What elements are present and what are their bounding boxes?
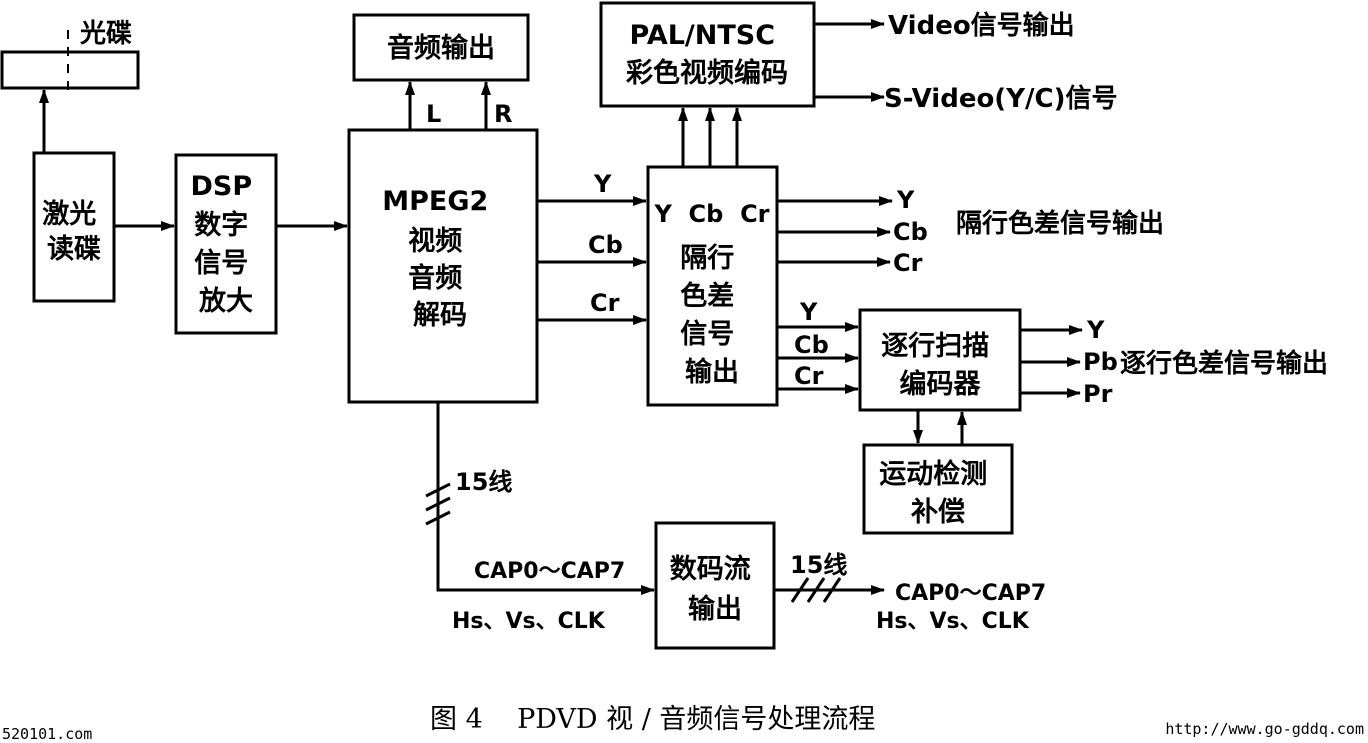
interlaced-label-4: 输出 bbox=[685, 356, 739, 388]
label-15-lines-horizontal: 15线 bbox=[790, 551, 847, 579]
encoder-label-1: PAL/NTSC bbox=[630, 20, 776, 51]
laser-read-block: 激光 读碟 bbox=[32, 151, 116, 303]
svideo-output-label: S-Video(Y/C)信号 bbox=[884, 84, 1117, 114]
progressive-label-2: 编码器 bbox=[900, 368, 982, 400]
audio-output-label: 音频输出 bbox=[387, 32, 495, 64]
dsp-label-4: 放大 bbox=[198, 285, 253, 317]
mpeg-label-2: 视频 bbox=[408, 226, 462, 257]
label-out-pr: Pr bbox=[1083, 380, 1113, 408]
bus-hatch-vertical bbox=[425, 482, 451, 526]
label-hs-right: Hs、Vs、CLK bbox=[876, 609, 1030, 634]
label-out-y: Y bbox=[1086, 316, 1105, 344]
bus-hatch-horizontal bbox=[790, 577, 842, 603]
label-int-y: Y bbox=[896, 186, 915, 214]
svg-text:运动检测 补偿: 运动检测 补偿 bbox=[879, 458, 996, 528]
disc-block: 光碟 bbox=[0, 19, 140, 94]
svg-text:隔行 色差 信号 输出: 隔行 色差 信号 输出 bbox=[680, 242, 743, 388]
progressive-encoder-block: 逐行扫描 编码器 bbox=[858, 308, 1022, 412]
motion-compensation-block: 运动检测 补偿 bbox=[862, 443, 1014, 535]
label-r: R bbox=[494, 100, 512, 128]
dsp-label-3: 信号 bbox=[194, 248, 248, 279]
svg-text:MPEG2 视频 音频: MPEG2 视频 音频 解码 bbox=[382, 186, 497, 331]
dsp-label-2: 数字 bbox=[194, 209, 248, 241]
progressive-output-label: 逐行色差信号输出 bbox=[1120, 348, 1328, 379]
label-prog-cr: Cr bbox=[794, 362, 824, 390]
interlaced-header: Y Cb Cr bbox=[653, 200, 769, 228]
interlaced-output-block: Y Cb Cr 隔行 色差 信号 输出 bbox=[646, 165, 779, 407]
mpeg-label-3: 音频 bbox=[408, 262, 462, 294]
progressive-label-1: 逐行扫描 bbox=[881, 330, 989, 362]
disc-label: 光碟 bbox=[79, 19, 132, 49]
figure-caption: 图 4 PDVD 视 / 音频信号处理流程 bbox=[430, 704, 875, 735]
label-mpeg-y: Y bbox=[593, 170, 612, 198]
svg-text:数码流 输出: 数码流 输出 bbox=[670, 554, 760, 625]
label-mpeg-cr: Cr bbox=[590, 289, 620, 317]
watermark-right: http://www.go-gddq.com bbox=[1165, 720, 1364, 738]
motion-label-2: 补偿 bbox=[911, 497, 965, 528]
encoder-label-2: 彩色视频编码 bbox=[626, 57, 788, 89]
label-prog-cb: Cb bbox=[794, 331, 829, 359]
interlaced-label-2: 色差 bbox=[680, 280, 734, 312]
label-15-lines-vertical: 15线 bbox=[455, 468, 512, 496]
label-out-pb: Pb bbox=[1083, 348, 1118, 376]
label-l: L bbox=[426, 100, 441, 128]
interlaced-output-label: 隔行色差信号输出 bbox=[956, 208, 1164, 239]
mpeg-label-1: MPEG2 bbox=[382, 186, 488, 217]
pal-ntsc-encoder-block: PAL/NTSC 彩色视频编码 bbox=[599, 1, 816, 108]
label-int-cb: Cb bbox=[893, 218, 928, 246]
label-cap-right: CAP0～CAP7 bbox=[895, 581, 1046, 606]
svg-text:DSP 数字 信号 放大: DSP 数字 信号 放大 bbox=[190, 171, 261, 317]
label-mpeg-cb: Cb bbox=[588, 231, 623, 259]
laser-label-1: 激光 bbox=[42, 198, 96, 230]
label-cap-left: CAP0～CAP7 bbox=[474, 559, 625, 584]
stream-label-1: 数码流 bbox=[670, 554, 751, 585]
svg-text:PAL/NTSC 彩色视频编码: PAL/NTSC 彩色视频编码 bbox=[626, 20, 788, 89]
data-stream-block: 数码流 输出 bbox=[654, 521, 776, 650]
arrow-mpeg-stream bbox=[436, 402, 655, 595]
motion-label-1: 运动检测 bbox=[879, 458, 987, 490]
label-int-cr: Cr bbox=[893, 249, 923, 277]
mpeg-label-4: 解码 bbox=[413, 300, 467, 331]
svg-text:逐行扫描 编码器: 逐行扫描 编码器 bbox=[881, 330, 998, 400]
interlaced-label-3: 信号 bbox=[680, 319, 734, 350]
connectors bbox=[39, 19, 1083, 603]
stream-label-2: 输出 bbox=[688, 593, 742, 625]
svg-text:激光 读碟: 激光 读碟 bbox=[42, 198, 105, 265]
signal-labels: L R Y Cb Cr Video信号输出 S-Video(Y/C)信号 Y C… bbox=[426, 10, 1328, 634]
interlaced-label-1: 隔行 bbox=[680, 242, 734, 274]
laser-label-2: 读碟 bbox=[47, 234, 101, 265]
label-prog-y: Y bbox=[799, 298, 818, 326]
dsp-block: DSP 数字 信号 放大 bbox=[174, 153, 278, 335]
dsp-label-1: DSP bbox=[190, 171, 252, 202]
audio-output-block: 音频输出 bbox=[352, 13, 530, 82]
video-output-label: Video信号输出 bbox=[888, 10, 1075, 41]
mpeg2-decoder-block: MPEG2 视频 音频 解码 bbox=[347, 128, 539, 404]
label-hs-left: Hs、Vs、CLK bbox=[452, 609, 606, 634]
watermark-left: 520101.com bbox=[2, 725, 92, 743]
